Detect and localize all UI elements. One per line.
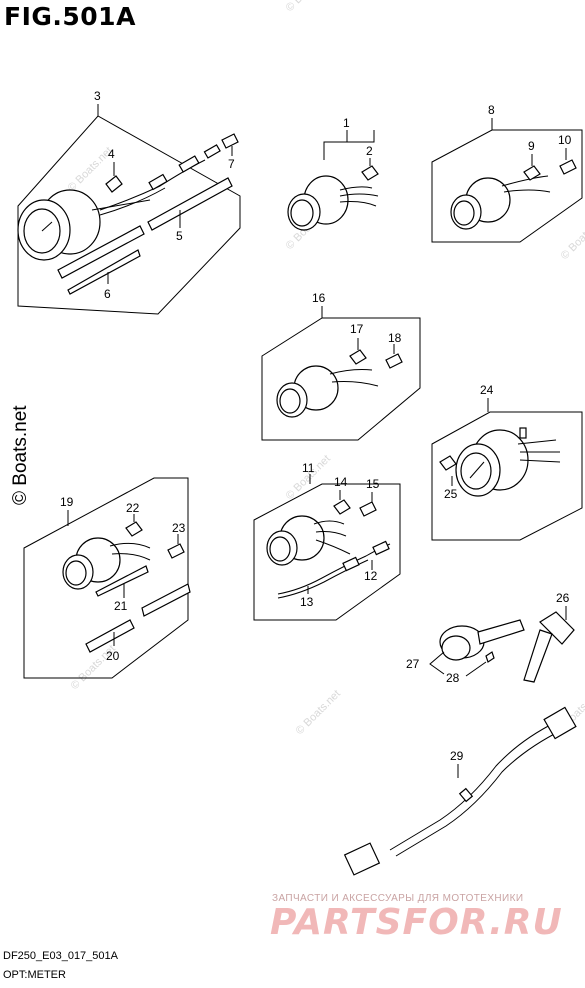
kit-3-tachometer-group: 3 4 7 5 6	[17, 89, 241, 315]
bulb-icon	[221, 133, 239, 149]
gauge-icon	[17, 144, 221, 261]
bulb-icon	[523, 165, 541, 181]
callout-26: 26	[556, 591, 570, 605]
callout-10: 10	[558, 133, 572, 147]
callout-7: 7	[228, 157, 235, 171]
watermark-text: © Boats.net	[294, 688, 343, 737]
figure-title: FIG.501A	[4, 2, 136, 31]
screw-icon	[485, 651, 495, 663]
kit-11-gauge-group: 11 14 15 13 12	[253, 461, 401, 621]
wire-harness-icon	[389, 721, 557, 851]
callout-29: 29	[450, 749, 464, 763]
cable-tie-icon	[95, 565, 149, 597]
figure-code: DF250_E03_017_501A	[3, 950, 118, 962]
bulb-icon	[105, 175, 123, 193]
figure-name: OPT:METER	[3, 969, 66, 981]
callout-3: 3	[94, 89, 101, 103]
callout-4: 4	[108, 147, 115, 161]
kit-1-gauge-group: 1 2	[287, 116, 379, 231]
bulb-icon	[361, 165, 379, 181]
tube-icon	[147, 177, 233, 231]
callout-5: 5	[176, 229, 183, 243]
callout-20: 20	[106, 649, 120, 663]
callout-17: 17	[350, 322, 364, 336]
tube-icon	[57, 225, 145, 279]
kit-29-harness-group: 29	[343, 706, 577, 876]
bulb-icon	[167, 543, 185, 559]
bulb-icon	[333, 499, 351, 515]
kit-11-outline	[253, 483, 401, 621]
callout-22: 22	[126, 501, 140, 515]
bracket-icon	[523, 611, 575, 683]
connector-icon	[543, 706, 577, 740]
gauge-icon	[287, 175, 379, 231]
callout-12: 12	[364, 569, 378, 583]
callout-18: 18	[388, 331, 402, 345]
callout-11: 11	[302, 461, 315, 475]
callout-2: 2	[366, 144, 373, 158]
bracket-icon	[439, 619, 525, 661]
callout-6: 6	[104, 287, 111, 301]
callout-14: 14	[334, 475, 348, 489]
bulb-icon	[349, 349, 367, 365]
callout-1: 1	[343, 116, 350, 130]
bulb-icon	[439, 455, 457, 471]
gauge-icon	[62, 537, 151, 590]
callout-19: 19	[60, 495, 74, 509]
gauge-icon	[276, 365, 379, 418]
callout-24: 24	[480, 383, 494, 397]
gauge-icon	[266, 515, 351, 566]
callout-23: 23	[172, 521, 186, 535]
partsfor-tagline-watermark: ЗАПЧАСТИ И АКСЕССУАРЫ ДЛЯ МОТОТЕХНИКИ	[272, 893, 524, 904]
bulb-icon	[559, 159, 577, 175]
bulb-icon	[385, 353, 403, 369]
callout-15: 15	[366, 477, 380, 491]
gauge-icon	[450, 175, 551, 230]
kit-8-gauge-group: 8 9 10	[431, 103, 583, 243]
callout-28: 28	[446, 671, 460, 685]
tube-icon	[85, 619, 135, 653]
cable-tie-icon	[67, 249, 141, 295]
partsfor-logo-watermark: PARTSFOR.RU	[270, 902, 563, 943]
connector-icon	[343, 842, 381, 876]
bulb-icon	[125, 521, 143, 537]
bulb-icon	[359, 501, 377, 517]
kit-26-bracket-group: 26 27 28	[406, 591, 575, 685]
callout-21: 21	[114, 599, 128, 613]
callout-8: 8	[488, 103, 495, 117]
kit-24-outline	[431, 411, 583, 541]
callout-16: 16	[312, 291, 326, 305]
callout-13: 13	[300, 595, 314, 609]
kit-19-outline	[23, 477, 189, 679]
gauge-icon	[455, 427, 561, 497]
kit-19-gauge-group: 19 22 23 21 20	[23, 477, 191, 679]
kit-16-gauge-group: 16 17 18	[261, 291, 421, 441]
callout-25: 25	[444, 487, 458, 501]
callout-27: 27	[406, 657, 420, 671]
tube-icon	[141, 583, 191, 617]
kit-24-gauge-group: 24 25	[431, 383, 583, 541]
watermark-text: © Boats.net	[559, 213, 585, 262]
callout-9: 9	[528, 139, 535, 153]
boats-net-watermark: © Boats.net	[10, 405, 31, 505]
watermark-text: © Boats.net	[284, 0, 333, 14]
